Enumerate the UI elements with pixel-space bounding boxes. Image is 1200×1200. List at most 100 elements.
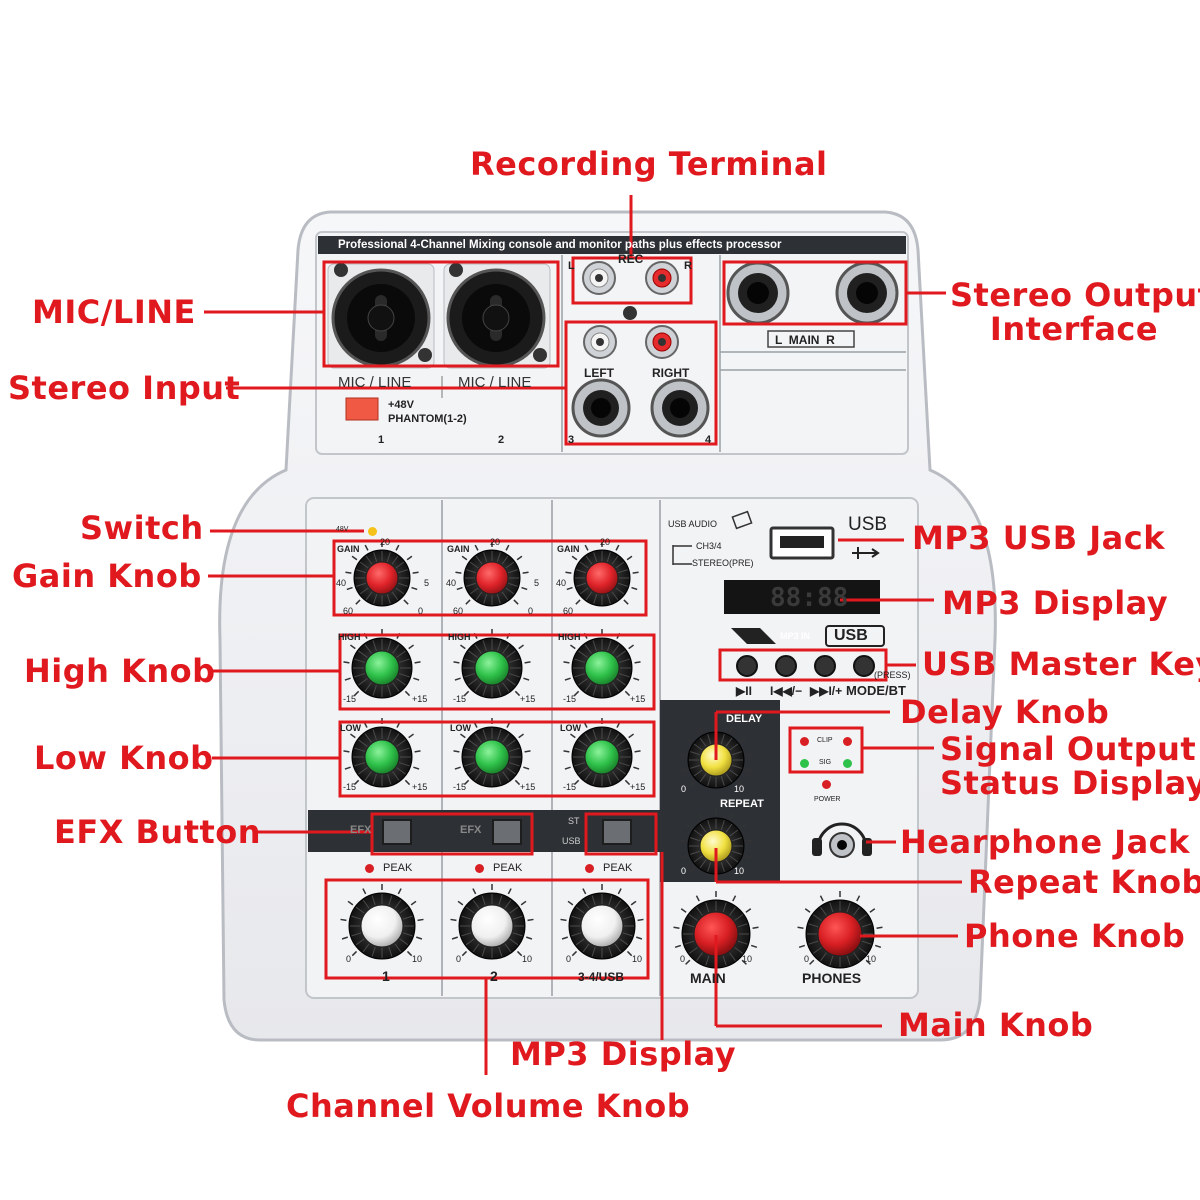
- clip-led-right: [843, 737, 852, 746]
- high-max-3: +15: [630, 694, 646, 704]
- vol-0-label-2: 0: [456, 954, 462, 964]
- header-strip: [318, 236, 906, 254]
- gain-60-label-3: 60: [563, 606, 574, 616]
- usb-audio-label: USB AUDIO: [668, 519, 718, 529]
- volume-knob-3[interactable]: [560, 884, 644, 960]
- high-label-2: HIGH: [448, 632, 471, 642]
- phantom-48v-label: +48V: [388, 399, 414, 411]
- left-input-label: LEFT: [584, 366, 614, 380]
- high-max-1: +15: [412, 694, 428, 704]
- callout-stereo-output: Stereo Output Interface: [950, 276, 1200, 346]
- sig-led-left: [800, 759, 809, 768]
- callout-lines: [204, 195, 962, 1075]
- callout-channel-volume-knob: Channel Volume Knob: [286, 1087, 691, 1125]
- next-key-label: ▶▶I/+: [810, 684, 843, 698]
- callout-repeat-knob: Repeat Knob: [968, 863, 1200, 901]
- delay-0-label: 0: [681, 784, 687, 794]
- next-key[interactable]: [814, 655, 836, 677]
- peak-label-2: PEAK: [493, 862, 523, 874]
- phones-0-label: 0: [804, 954, 810, 964]
- channel-2-label: 2: [498, 434, 505, 446]
- mic-line-label-1: MIC / LINE: [338, 374, 412, 391]
- callout-stereo-input: Stereo Input: [8, 369, 241, 407]
- callout-usb-master-key: USB Master Key: [922, 645, 1200, 683]
- main-0-label: 0: [680, 954, 686, 964]
- callout-stereo-output-line1: Stereo Output: [950, 276, 1200, 314]
- vol-10-label-3: 10: [632, 954, 643, 964]
- high-min-1: -15: [343, 694, 357, 704]
- gain-5-label-1: 5: [424, 578, 430, 588]
- usb-badge-label: USB: [834, 627, 868, 644]
- play-pause-key[interactable]: [736, 655, 758, 677]
- jack-3: [571, 378, 631, 438]
- gain-40-label-1: 40: [336, 578, 347, 588]
- gain-knob-1[interactable]: [345, 541, 419, 607]
- high-max-2: +15: [520, 694, 536, 704]
- strip-1-label: 1: [382, 968, 390, 984]
- gain-knob-3[interactable]: [565, 541, 639, 607]
- st-usb-switch: [602, 819, 632, 845]
- usb-badge: [825, 625, 885, 647]
- usb-port-label: USB: [848, 514, 888, 535]
- low-min-2: -15: [453, 782, 467, 792]
- phantom-led: [368, 527, 377, 536]
- mic-line-label-2: MIC / LINE: [458, 374, 532, 391]
- mp3-in-label: MP3 IN: [780, 631, 811, 641]
- callout-headphone-jack: Hearphone Jack: [900, 823, 1190, 861]
- prev-key-label: I◀◀/−: [770, 684, 803, 698]
- high-knob-1[interactable]: [343, 629, 421, 699]
- callout-mp3-display: MP3 Display: [942, 584, 1169, 622]
- volume-knob-2[interactable]: [450, 884, 534, 960]
- press-label: (PRESS): [874, 670, 911, 680]
- main-10-label: 10: [742, 954, 753, 964]
- volume-knob-1[interactable]: [340, 884, 424, 960]
- gain-20-label-1: 20: [380, 537, 391, 547]
- low-knob-1[interactable]: [343, 718, 421, 788]
- vol-10-label-2: 10: [522, 954, 533, 964]
- high-min-3: -15: [563, 694, 577, 704]
- callout-recording-terminal: Recording Terminal: [470, 145, 828, 183]
- phones-label: PHONES: [802, 970, 862, 986]
- low-label-2: LOW: [450, 723, 471, 733]
- high-knob-2[interactable]: [453, 629, 531, 699]
- peak-led-1: [365, 864, 374, 873]
- main-knob[interactable]: [673, 891, 759, 969]
- clip-led-left: [800, 737, 809, 746]
- channel-1-label: 1: [378, 434, 385, 446]
- led-48v-label: 48V: [336, 526, 349, 533]
- efx-switch-1: [382, 819, 412, 845]
- callout-signal-output-line2: Status Display: [940, 764, 1200, 802]
- low-knob-2[interactable]: [453, 718, 531, 788]
- efx-label-2: EFX: [460, 824, 482, 836]
- gain-40-label-2: 40: [446, 578, 457, 588]
- vol-10-label-1: 10: [412, 954, 423, 964]
- peak-led-2: [475, 864, 484, 873]
- high-knob-3[interactable]: [563, 629, 641, 699]
- gain-60-label-2: 60: [453, 606, 464, 616]
- prev-key[interactable]: [775, 655, 797, 677]
- callout-gain-knob: Gain Knob: [12, 557, 202, 595]
- low-max-3: +15: [630, 782, 646, 792]
- gain-20-label-3: 20: [600, 537, 611, 547]
- delay-10-label: 10: [734, 784, 745, 794]
- low-max-1: +15: [412, 782, 428, 792]
- clip-label: CLIP: [817, 737, 833, 744]
- high-label-3: HIGH: [558, 632, 581, 642]
- low-knob-3[interactable]: [563, 718, 641, 788]
- strip-2-label: 2: [490, 968, 498, 984]
- phones-knob[interactable]: [797, 891, 883, 969]
- vol-0-label-1: 0: [346, 954, 352, 964]
- callout-phone-knob: Phone Knob: [964, 917, 1186, 955]
- rec-rca-right: [645, 261, 679, 295]
- sig-label: SIG: [819, 759, 832, 766]
- mode-bt-key[interactable]: [853, 655, 875, 677]
- gain-knob-2[interactable]: [455, 541, 529, 607]
- power-led: [822, 780, 831, 789]
- st-label: ST: [568, 816, 580, 826]
- rec-rca-left: [582, 261, 616, 295]
- strip-3-label: 3-4/USB: [578, 970, 625, 984]
- gain-60-label-1: 60: [343, 606, 354, 616]
- low-min-1: -15: [343, 782, 357, 792]
- jack-4: [650, 378, 710, 438]
